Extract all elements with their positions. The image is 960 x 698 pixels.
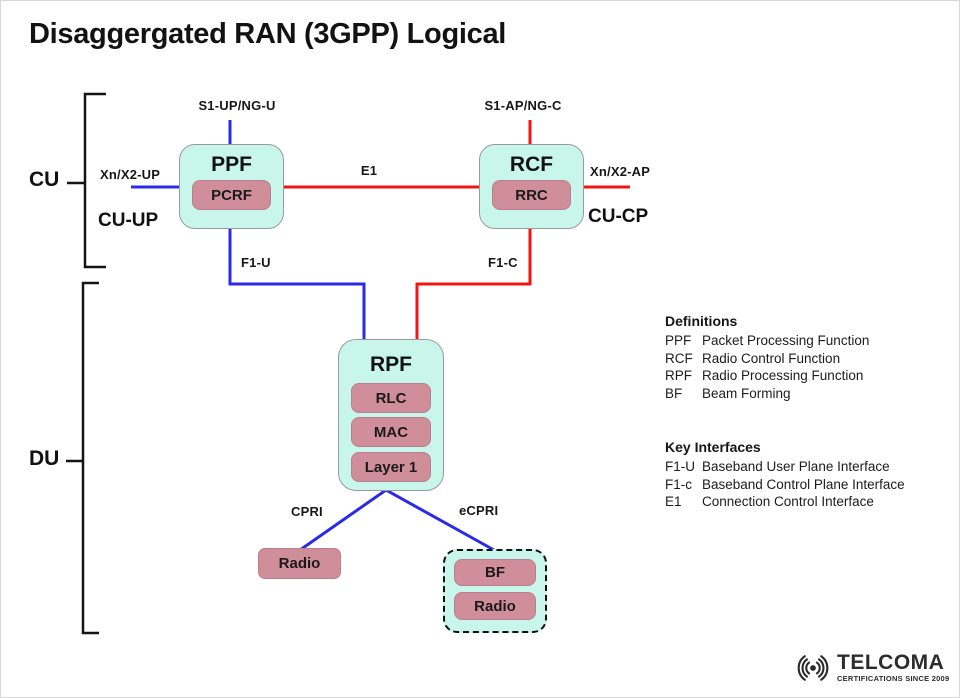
module-rrc: RRC [492, 180, 571, 210]
node-beamforming-radio: BF Radio [443, 549, 547, 633]
brand-tagline: CERTIFICATIONS SINCE 2009 [837, 674, 950, 683]
label-xn-x2-ap: Xn/X2-AP [590, 164, 651, 179]
module-pcrf: PCRF [192, 180, 271, 210]
node-ppf: PPF PCRF [179, 144, 284, 229]
key-interface-row: F1-c Baseband Control Plane Interface [665, 476, 959, 494]
key-interface-row: E1 Connection Control Interface [665, 493, 959, 511]
label-ecpri: eCPRI [459, 503, 499, 518]
node-rcf: RCF RRC [479, 144, 584, 229]
label-f1-u: F1-U [241, 255, 271, 270]
key-interface-abbr: E1 [665, 494, 682, 509]
key-interface-row: F1-U Baseband User Plane Interface [665, 458, 959, 476]
label-s1-up-ng-u: S1-UP/NG-U [198, 98, 276, 113]
key-interface-abbr: F1-U [665, 459, 695, 474]
definition-abbr: RCF [665, 350, 693, 366]
module-radio-2: Radio [454, 592, 536, 620]
key-interface-text: Connection Control Interface [702, 494, 874, 509]
brand-name: TELCOMA [837, 651, 945, 674]
key-interfaces-heading: Key Interfaces [665, 439, 761, 455]
label-cu-up: CU-UP [98, 210, 159, 231]
f1-u-link [228, 228, 366, 340]
module-bf: BF [454, 559, 536, 586]
label-s1-ap-ng-c: S1-AP/NG-C [484, 98, 562, 113]
definition-row: RPF Radio Processing Function [665, 367, 959, 385]
label-cu-cp: CU-CP [588, 206, 649, 227]
definition-row: RCF Radio Control Function [665, 350, 959, 368]
label-f1-c: F1-C [488, 255, 518, 270]
definition-text: Radio Processing Function [702, 368, 864, 383]
definition-abbr: RPF [665, 368, 692, 383]
group-label-cu: CU [29, 168, 60, 191]
key-interface-abbr: F1-c [665, 476, 692, 492]
module-mac: MAC [351, 417, 431, 447]
label-cpri: CPRI [291, 504, 323, 519]
cpri-ecpri-links [299, 488, 495, 552]
node-ppf-title: PPF [211, 153, 252, 176]
node-rcf-title: RCF [509, 153, 554, 176]
module-rlc: RLC [351, 383, 431, 413]
label-e1: E1 [360, 163, 378, 178]
definition-text: Packet Processing Function [702, 333, 870, 348]
node-rpf: RPF RLC MAC Layer 1 [338, 339, 444, 491]
definition-abbr: BF [665, 385, 683, 401]
node-rpf-title: RPF [370, 353, 412, 376]
definitions-heading: Definitions [665, 313, 738, 329]
key-interfaces-block: Key Interfaces F1-U Baseband User Plane I… [665, 439, 959, 511]
definitions-block: Definitions PPF Packet Processing Functio… [665, 313, 959, 403]
node-radio: Radio [258, 548, 341, 579]
definition-abbr: PPF [665, 333, 692, 348]
key-interface-text: Baseband User Plane Interface [702, 459, 890, 474]
definition-row: PPF Packet Processing Function [665, 332, 959, 350]
key-interface-text: Baseband Control Plane Interface [702, 476, 905, 492]
telcoma-logo: TELCOMA CERTIFICATIONS SINCE 2009 [792, 651, 949, 685]
radio-waves-icon [797, 655, 829, 681]
definition-text: Radio Control Function [702, 350, 841, 366]
logo-text: TELCOMA CERTIFICATIONS SINCE 2009 [837, 651, 950, 683]
definition-text: Beam Forming [702, 385, 791, 401]
f1-c-link [415, 228, 532, 340]
group-label-du: DU [29, 447, 60, 470]
definition-row: BF Beam Forming [665, 385, 959, 403]
module-layer1: Layer 1 [351, 452, 431, 482]
du-bracket [81, 281, 99, 635]
diagram-title: Disaggergated RAN (3GPP) Logical [29, 18, 507, 50]
label-xn-x2-up: Xn/X2-UP [100, 167, 161, 182]
